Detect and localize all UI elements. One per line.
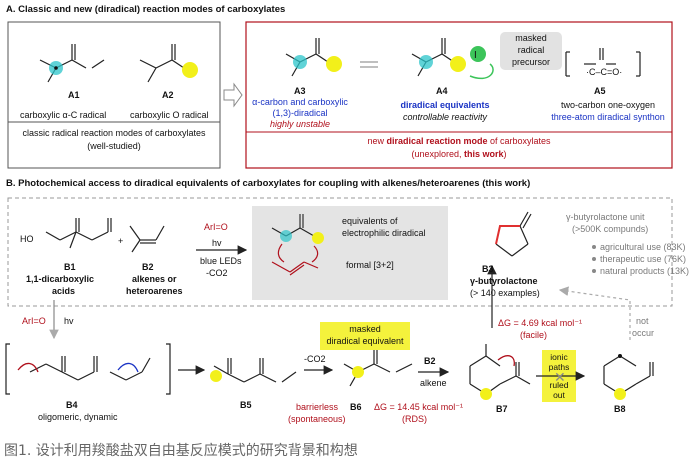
bullet-item: therapeutic use (76K) (600, 254, 687, 264)
plus-sign: + (118, 236, 124, 246)
a3-description-line1: α-carbon and carboxylic (252, 97, 348, 107)
a3-label: A3 (294, 86, 306, 96)
b1-description-line2: acids (52, 286, 76, 296)
a5-atoms: ·C–C=O· (586, 67, 623, 77)
b7-label: B7 (496, 404, 508, 414)
b2-structure (129, 225, 165, 253)
b2-description-line1: alkenes or (132, 274, 177, 284)
b3-description-line2: (> 140 examples) (470, 288, 540, 298)
b1-ho-label: HO (20, 234, 34, 244)
a2-structure (139, 44, 185, 83)
masked-precursor-line1: masked (515, 33, 547, 43)
a3-description-line2: (1,3)-diradical (272, 108, 328, 118)
b4-description: oligomeric, dynamic (38, 412, 118, 422)
a5-description-line1: two-carbon one-oxygen (560, 100, 656, 110)
b8-label: B8 (614, 404, 626, 414)
a4-description-line1: diradical equivalents (400, 100, 490, 110)
classic-note-line2: (well-studied) (87, 141, 141, 151)
a5-description-line2: three-atom diradical synthon (551, 112, 665, 122)
new-mode-note-line2: (unexplored, this work) (411, 149, 507, 159)
b2-label: B2 (142, 262, 154, 272)
barrierless-line1: barrierless (296, 402, 339, 412)
svg-text:✕: ✕ (554, 369, 566, 385)
a4-structure (411, 38, 455, 77)
ionic-line1: ionic (550, 352, 568, 362)
dg1-note: (RDS) (402, 414, 427, 424)
alkene-label: alkene (420, 378, 447, 388)
b2-alkene-label: B2 (424, 356, 436, 366)
a2-label: A2 (162, 90, 174, 100)
bullet-item: natural products (13K) (600, 266, 689, 276)
equiv-line1: equivalents of (342, 216, 398, 226)
equiv-line2: electrophilic diradical (342, 228, 426, 238)
b1-description-line1: 1,1-dicarboxylic (26, 274, 95, 284)
masked-precursor-line3: precursor (511, 57, 550, 67)
a1-label: A1 (68, 90, 80, 100)
not-occur-line1: not (636, 316, 649, 326)
masked-precursor-bubble (500, 32, 562, 70)
a1-description: carboxylic α-C radical (20, 110, 107, 120)
dg2: ΔG = 4.69 kcal mol⁻¹ (498, 318, 583, 328)
a5-structure (565, 48, 641, 77)
b1-label: B1 (64, 262, 76, 272)
new-mode-note-line1: new diradical reaction mode of carboxyla… (367, 136, 551, 146)
hollow-arrow (223, 82, 243, 108)
dg2-note: (facile) (520, 330, 548, 340)
section-a-header: A. Classic and new (diradical) reaction … (6, 4, 286, 15)
b2-description-line2: heteroarenes (126, 286, 183, 296)
a3-description-line3: highly unstable (269, 119, 331, 129)
bullet-item: agricultural use (83K) (600, 242, 686, 252)
new-mode-box (245, 21, 673, 169)
b5-label: B5 (240, 400, 252, 410)
reagent-co2: -CO2 (206, 268, 228, 278)
diradical-panel (252, 206, 448, 300)
a5-label: A5 (594, 86, 606, 96)
b7-structure (469, 344, 531, 395)
masked-precursor-line2: radical (517, 45, 545, 55)
not-occur-line2: occur (632, 328, 655, 338)
ionic-line3: ruled (549, 380, 569, 390)
b3-structure (495, 211, 532, 257)
b4-structure (5, 343, 171, 395)
a3-structure (285, 38, 329, 77)
masked-equivalent-box (320, 322, 410, 350)
ionic-line4: out (553, 390, 565, 400)
classic-note-line1: classic radical reaction modes of carbox… (22, 128, 206, 138)
formal-32: formal [3+2] (346, 260, 394, 270)
masked-eq-line1: masked (349, 324, 381, 334)
reagent-arl: ArI=O (204, 222, 228, 232)
b4-label: B4 (66, 400, 78, 410)
b6-label: B6 (350, 402, 362, 412)
barrierless-line2: (spontaneous) (288, 414, 346, 424)
figure-caption: 图1. 设计利用羧酸盐双自由基反应模式的研究背景和构想 (4, 443, 358, 459)
dg1: ΔG = 14.45 kcal mol⁻¹ (374, 402, 464, 412)
b-dashed-box (7, 197, 673, 307)
b8-structure (603, 355, 654, 395)
b3-label: B3 (482, 264, 494, 274)
reagent-hv: hv (212, 238, 222, 248)
a2-description: carboxylic O radical (130, 110, 209, 120)
arl-small: ArI=O (22, 316, 46, 326)
reagent-leds: blue LEDs (200, 256, 242, 266)
masked-eq-line2: diradical equivalent (326, 336, 404, 346)
unit-line2: (>500K compunds) (572, 224, 649, 234)
a4-label: A4 (436, 86, 448, 96)
svg-text:I: I (474, 50, 477, 61)
b3-description-line1: γ-butyrolactone (470, 276, 538, 286)
a1-structure (39, 44, 105, 83)
a4-description-line2: controllable reactivity (402, 112, 488, 122)
hv-small: hv (64, 316, 74, 326)
co2-step: -CO2 (304, 354, 326, 364)
b1-structure (45, 218, 112, 249)
section-b-header: B. Photochemical access to diradical equ… (6, 178, 531, 189)
unit-line1: γ-butyrolactone unit (566, 212, 645, 222)
ionic-line2: paths (548, 362, 570, 372)
b5-structure (213, 358, 297, 383)
